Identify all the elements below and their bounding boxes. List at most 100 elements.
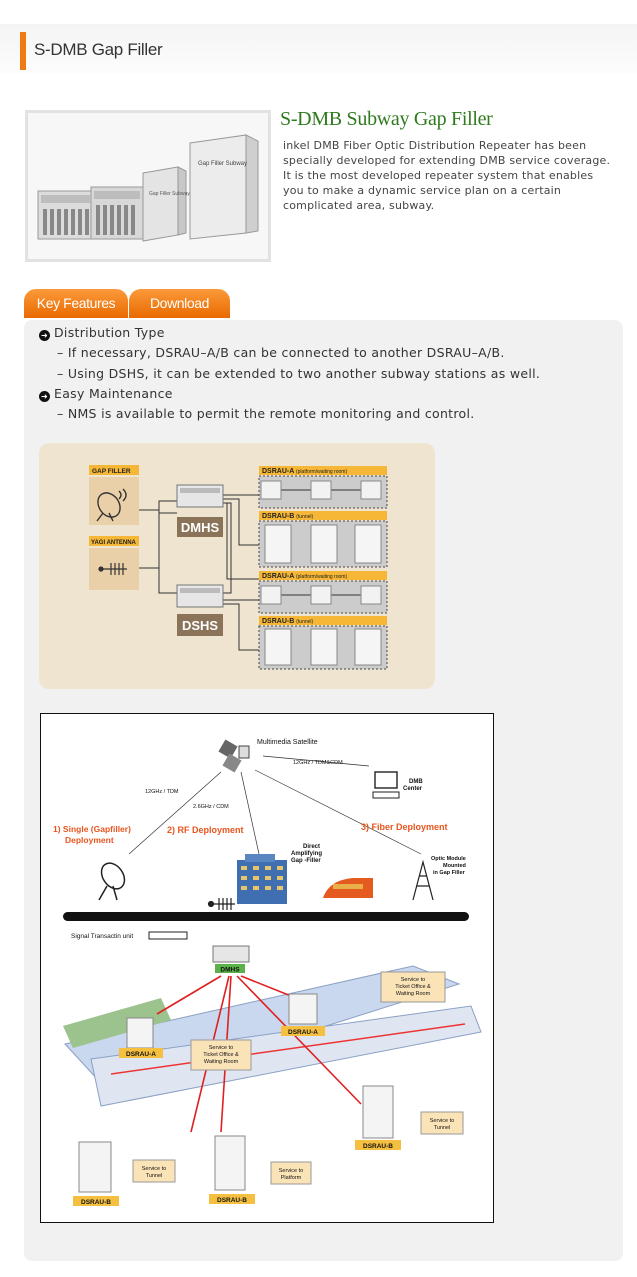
callout-line: Service to [142, 1166, 166, 1172]
dsrau-group: DSRAU-B (tunnel) [258, 616, 388, 670]
group-name: DSRAU-B [262, 618, 294, 625]
distribution-diagram-svg: GAP FILLER YAGI ANTENNA DMHS [89, 465, 388, 670]
dish-icon [96, 488, 127, 522]
dish-antenna-icon [98, 862, 126, 901]
group-sub: (tunnel) [296, 514, 313, 520]
computer-icon [372, 771, 400, 799]
yagi-antenna-icon [98, 563, 127, 575]
rack-unit-2 [90, 186, 144, 240]
callout-line: Waiting Room [396, 991, 431, 997]
gap-filler-label: GAP FILLER [92, 468, 131, 475]
tab-key-features[interactable]: Key Features [24, 289, 128, 318]
group-sub: (platform/waiting room) [296, 469, 347, 475]
dsrau-unit: DSRAU-A [281, 993, 325, 1036]
dsrau-unit: DSRAU-A [119, 1017, 163, 1058]
dsrau-label: DSRAU-A [126, 1051, 156, 1058]
optic-line: in Gap Filler [433, 870, 466, 876]
direct-line: Gap -Filler [291, 858, 321, 864]
dshs-unit: DSHS [176, 584, 224, 636]
callout-line: Ticket Office & [203, 1052, 239, 1058]
direct-line: Amplifying [291, 851, 322, 857]
single-deploy-label: 1) Single (Gapfiller)Deployment [53, 824, 131, 845]
desc-line: complicated area, subway. [283, 199, 435, 212]
dsrau-group: DSRAU-A (platform/waiting room) [258, 571, 388, 614]
dsrau-group: DSRAU-B (tunnel) [258, 511, 388, 568]
group-name: DSRAU-A [262, 573, 294, 580]
dsrau-label: DSRAU-B [363, 1143, 393, 1150]
rf-deploy-label: 2) RF Deployment [167, 825, 244, 835]
dsrau-unit: DSRAU-B [355, 1085, 401, 1150]
ground-line [63, 912, 469, 921]
dsrau-group: DSRAU-A (platform/waiting room) [258, 466, 388, 509]
link-26-label: 2.6GHz / CDM [193, 804, 229, 810]
building-icon [237, 854, 287, 904]
desc-line: It is the most developed repeater system… [283, 169, 594, 182]
product-image: Gap Filler Subway Gap Filler Subway [25, 110, 271, 262]
callout-line: Tunnel [146, 1173, 163, 1179]
arrow-bullet-icon: ➜ [39, 330, 50, 341]
callout-line: Waiting Room [204, 1059, 239, 1065]
link-12-label: 12GHz / TDM [145, 789, 179, 795]
satellite-icon [218, 739, 250, 773]
callout-line: Tunnel [434, 1125, 451, 1131]
fiber-deploy-label: 3) Fiber Deployment [361, 822, 448, 832]
product-photo: Gap Filler Subway Gap Filler Subway [28, 113, 268, 259]
page-title: S-DMB Gap Filler [34, 40, 163, 59]
desc-line: you to make a dynamic service plan on a … [283, 184, 562, 197]
callout-line: Service to [209, 1045, 233, 1051]
feature-item: – Using DSHS, it can be extended to two … [57, 366, 541, 381]
satellite-label: Multimedia Satellite [257, 739, 318, 746]
distribution-diagram: GAP FILLER YAGI ANTENNA DMHS [39, 443, 435, 689]
feature-heading-text: Easy Maintenance [54, 386, 173, 401]
desc-line: specially developed for extending DMB se… [283, 154, 611, 167]
small-box-label: Gap Filler Subway [149, 191, 190, 197]
cabinet-gap-filler: Gap Filler Subway [189, 134, 259, 240]
feature-heading-text: Distribution Type [54, 325, 165, 340]
dsrau-unit: DSRAU-B [73, 1141, 119, 1206]
link-tdm-cdm-label: 12GHz / TDM&CDM [293, 760, 343, 766]
dshs-label: DSHS [182, 618, 218, 633]
product-title: S-DMB Subway Gap Filler [280, 108, 493, 130]
yagi-label: YAGI ANTENNA [91, 540, 137, 546]
optic-line: Mounted [443, 863, 466, 869]
group-name: DSRAU-B [262, 513, 294, 520]
direct-line: Direct [303, 844, 320, 850]
subway-platform [63, 965, 482, 1107]
small-gap-filler: Gap Filler Subway [142, 166, 190, 242]
gap-filler-label-box [89, 465, 139, 475]
dsrau-label: DSRAU-B [217, 1197, 247, 1204]
arrow-bullet-icon: ➜ [39, 391, 50, 402]
gap-filler-dish [89, 477, 139, 525]
dmhs-label: DMHS [181, 520, 220, 535]
group-sub: (tunnel) [296, 619, 313, 625]
page-header: S-DMB Gap Filler [0, 24, 637, 74]
yagi-label-box [89, 536, 139, 546]
train-icon [323, 878, 373, 898]
yagi-icon [207, 898, 235, 910]
group-name: DSRAU-A [262, 468, 294, 475]
svg-text:DSRAU-A (platform/waiting room: DSRAU-A (platform/waiting room) [262, 468, 347, 475]
tab-download[interactable]: Download [129, 289, 230, 318]
svg-text:DSRAU-B (tunnel): DSRAU-B (tunnel) [262, 513, 314, 520]
header-accent-bar [20, 32, 26, 70]
group-sub: (platform/waiting room) [296, 574, 347, 580]
callout-line: Service to [279, 1168, 303, 1174]
optic-line: Optic Module [431, 856, 466, 862]
dmhs-rack-icon [212, 945, 250, 963]
product-description: inkel DMB Fiber Optic Distribution Repea… [283, 138, 613, 213]
callout-line: Platform [281, 1175, 302, 1181]
desc-line: inkel DMB Fiber Optic Distribution Repea… [283, 139, 587, 152]
